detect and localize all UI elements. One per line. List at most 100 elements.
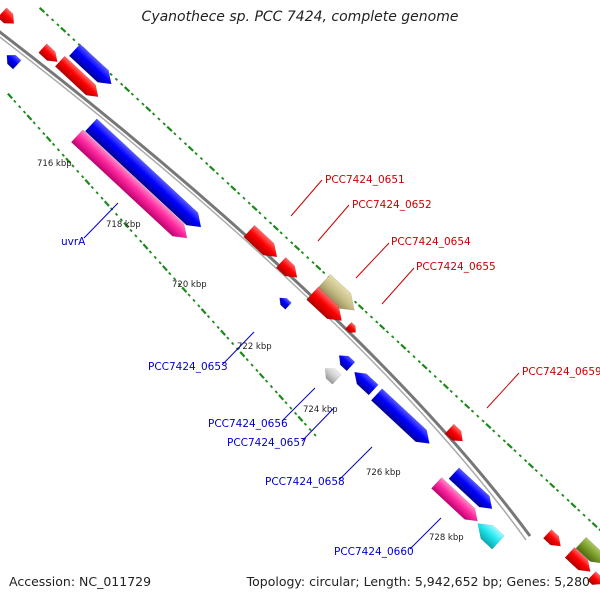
- leader-line-0652: [317, 204, 350, 242]
- outer-track-tick: [400, 343, 407, 350]
- inner-track-tick: [187, 293, 191, 297]
- inner-track-tick: [231, 341, 235, 346]
- outer-track-tick: [506, 442, 513, 449]
- outer-track-tick: [555, 488, 560, 492]
- outer-track-tick: [587, 518, 592, 522]
- outer-track-tick: [442, 383, 449, 390]
- gene-label-pcc7424-0660[interactable]: PCC7424_0660: [334, 546, 414, 558]
- feature-blue-edge-left[interactable]: [3, 51, 22, 70]
- gene-label-pcc7424-0659[interactable]: PCC7424_0659: [522, 366, 600, 378]
- genome-summary-text: Topology: circular; Length: 5,942,652 bp…: [246, 574, 590, 589]
- outer-track-tick: [407, 350, 411, 354]
- outer-track-tick: [513, 449, 517, 453]
- gene-label-pcc7424-0652[interactable]: PCC7424_0652: [352, 199, 432, 211]
- leader-line-0659: [486, 372, 520, 409]
- feature-pcc7424-0659[interactable]: [444, 423, 467, 446]
- gene-label-uvra[interactable]: uvrA: [61, 236, 86, 248]
- feature-blue-a[interactable]: [68, 43, 117, 90]
- gene-label-pcc7424-0657[interactable]: PCC7424_0657: [227, 437, 307, 449]
- feature-red-small[interactable]: [344, 321, 358, 335]
- gene-label-pcc7424-0651[interactable]: PCC7424_0651: [325, 174, 405, 186]
- inner-track-tick: [142, 243, 149, 250]
- feature-uvra[interactable]: [70, 129, 192, 245]
- outer-track-tick: [315, 264, 322, 271]
- outer-track-tick: [364, 310, 368, 314]
- gene-label-pcc7424-0653[interactable]: PCC7424_0653: [148, 361, 228, 373]
- inner-track-tick: [56, 148, 61, 152]
- feature-red-b[interactable]: [54, 55, 103, 102]
- outer-track-tick: [173, 132, 177, 136]
- feature-pcc7424-0653[interactable]: [277, 295, 292, 310]
- outer-track-tick: [566, 498, 570, 502]
- outer-track-tick: [577, 508, 581, 512]
- feature-pink-b[interactable]: [431, 477, 482, 526]
- outer-track-tick: [258, 211, 262, 215]
- feature-blue-uvr-strand[interactable]: [84, 118, 206, 234]
- inner-track-tick: [129, 228, 133, 233]
- feature-red-c[interactable]: [542, 529, 564, 550]
- outer-track-tick: [545, 478, 549, 483]
- inner-track-tick: [211, 320, 215, 324]
- feature-pcc7424-0651[interactable]: [243, 224, 283, 263]
- outer-track-tick: [45, 13, 49, 17]
- outer-track-tick: [183, 142, 188, 146]
- gene-label-pcc7424-0654[interactable]: PCC7424_0654: [391, 236, 471, 248]
- outer-track-tick: [66, 33, 71, 37]
- feature-pcc7424-0657[interactable]: [350, 367, 379, 396]
- feature-pcc7424-0658[interactable]: [370, 388, 435, 450]
- outer-track-tick: [279, 231, 283, 235]
- feature-blue-small[interactable]: [335, 351, 356, 372]
- feature-olive[interactable]: [575, 536, 600, 568]
- inner-track-tick: [81, 175, 85, 179]
- outer-track-tick: [272, 224, 279, 231]
- leader-line-0653: [221, 331, 255, 366]
- outer-track-tick: [464, 403, 471, 410]
- inner-track-tick: [303, 422, 307, 426]
- feature-red-d[interactable]: [564, 546, 595, 576]
- feature-pcc7424-0660[interactable]: [472, 517, 505, 550]
- inner-track-tick: [308, 427, 312, 432]
- outer-track-tick: [109, 72, 113, 76]
- feature-pcc7424-0652[interactable]: [275, 257, 302, 282]
- outer-track-tick: [290, 241, 294, 245]
- feature-red-edge-top[interactable]: [0, 7, 18, 28]
- outer-track-tick: [561, 493, 565, 497]
- inner-track-tick: [239, 351, 246, 358]
- scale-label-716: 716 kbp: [37, 159, 72, 169]
- inner-track-tick: [71, 164, 75, 168]
- inner-track-tick: [76, 169, 80, 173]
- inner-track-tick: [200, 308, 207, 315]
- inner-track-tick: [153, 255, 157, 260]
- gene-label-pcc7424-0658[interactable]: PCC7424_0658: [265, 476, 345, 488]
- outer-track-tick: [369, 315, 374, 319]
- feature-blue-b[interactable]: [448, 467, 497, 514]
- outer-track-tick: [236, 191, 241, 195]
- feature-pcc7424-0654[interactable]: [316, 274, 361, 317]
- outer-track-tick: [497, 434, 501, 438]
- inner-track-tick: [161, 265, 168, 272]
- outer-track-tick: [470, 409, 475, 413]
- gene-label-pcc7424-0655[interactable]: PCC7424_0655: [416, 261, 496, 273]
- outer-track-tick: [130, 92, 134, 96]
- outer-track-tick: [438, 379, 443, 384]
- feature-red-a[interactable]: [38, 43, 62, 66]
- inner-track-tick: [114, 212, 119, 217]
- inner-track-tick: [123, 222, 130, 229]
- scale-label-726: 726 kbp: [366, 468, 401, 478]
- inner-track-tick: [61, 153, 65, 157]
- outer-track-tick: [385, 330, 390, 334]
- tick-tracks: [7, 7, 600, 532]
- feature-pcc7424-0655[interactable]: [306, 286, 348, 327]
- outer-track-tick: [375, 320, 379, 324]
- gene-label-pcc7424-0656[interactable]: PCC7424_0656: [208, 418, 288, 430]
- outer-track-tick: [549, 482, 556, 489]
- inner-track-tick: [119, 218, 123, 222]
- outer-track-tick: [539, 473, 544, 478]
- outer-track-tick: [322, 270, 326, 275]
- inner-track-tick: [192, 298, 196, 303]
- outer-track-tick: [178, 137, 182, 141]
- outer-track-tick: [412, 355, 416, 359]
- outer-track-tick: [151, 112, 156, 116]
- feature-pcc7424-0656[interactable]: [321, 364, 342, 385]
- inner-track-tick: [278, 394, 285, 401]
